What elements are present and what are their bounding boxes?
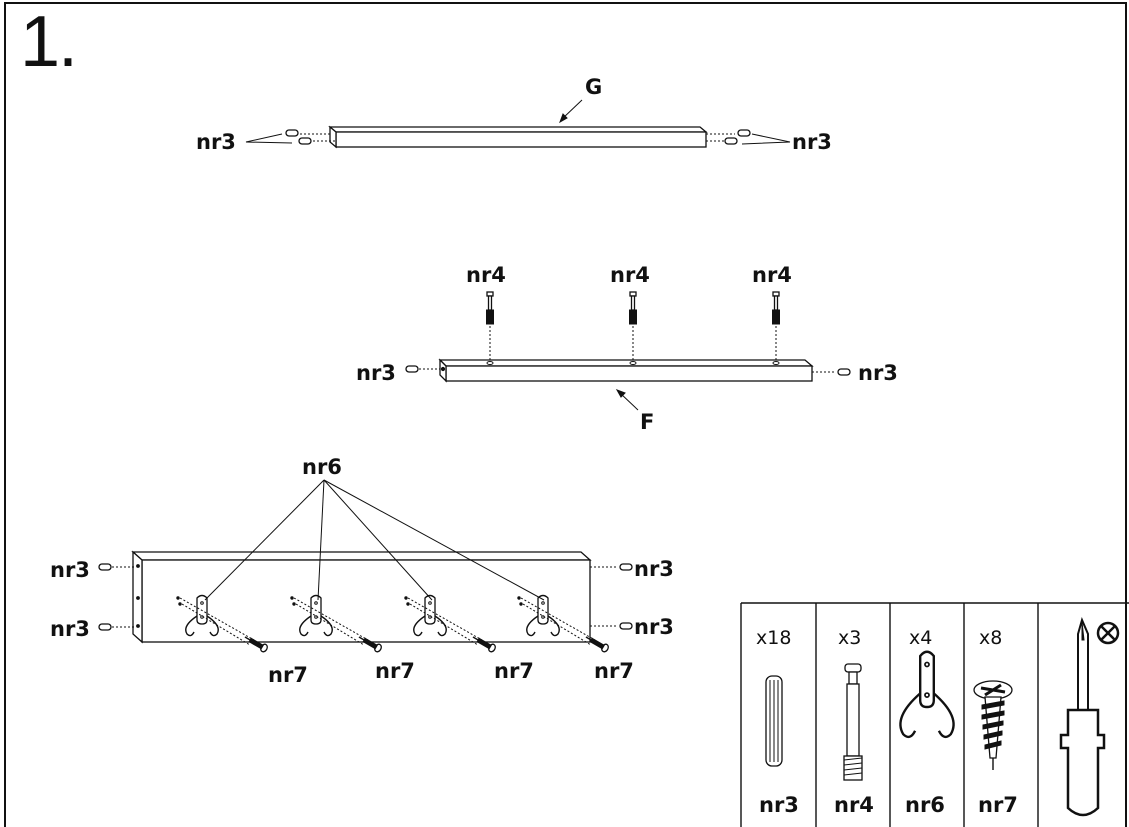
part-g-rail (300, 125, 735, 149)
part-name: nr3 (759, 793, 799, 817)
cam-bolt-icon (843, 663, 863, 781)
label-nr3: nr3 (634, 557, 674, 581)
dowel-icon (405, 365, 851, 376)
screw-guide-line (404, 596, 483, 646)
phillips-screw-icon (358, 636, 382, 653)
part-name: nr7 (978, 793, 1018, 817)
hook-panel (112, 550, 618, 644)
label-nr3: nr3 (196, 130, 236, 154)
part-count: x3 (838, 627, 861, 649)
part-name: nr4 (834, 793, 874, 817)
label-nr7: nr7 (268, 663, 308, 687)
label-nr4: nr4 (610, 263, 650, 287)
arrow-head (559, 113, 568, 124)
screw-guide-line (176, 596, 255, 646)
phillips-screw-icon (472, 636, 496, 653)
phillips-screw-icon (973, 680, 1013, 770)
label-nr3: nr3 (634, 615, 674, 639)
arrow-head (615, 389, 626, 398)
step-number: 1. (20, 2, 78, 82)
leader-line (204, 479, 545, 601)
part-name: nr6 (905, 793, 945, 817)
label-nr7: nr7 (594, 659, 634, 683)
double-hook-icon (185, 594, 219, 637)
label-nr7: nr7 (375, 659, 415, 683)
phillips-screwdriver-icon (1059, 617, 1106, 817)
screw-guide-line (517, 596, 596, 646)
double-hook-icon (299, 594, 333, 637)
part-f-rail (419, 326, 836, 383)
double-hook-group (176, 594, 609, 653)
label-nr3: nr3 (792, 130, 832, 154)
cross-circle-icon (1096, 621, 1120, 645)
cam-bolt-icon (486, 291, 780, 325)
double-hook-icon (413, 594, 447, 637)
phillips-screw-icon (244, 636, 268, 653)
label-nr3: nr3 (50, 558, 90, 582)
dowel-icon (98, 563, 633, 631)
label-nr3: nr3 (356, 361, 396, 385)
part-count: x4 (909, 627, 932, 649)
page-frame (4, 2, 1127, 827)
part-count: x8 (979, 627, 1002, 649)
label-nr6: nr6 (302, 455, 342, 479)
label-nr7: nr7 (494, 659, 534, 683)
double-hook-icon (899, 650, 955, 739)
label-nr4: nr4 (752, 263, 792, 287)
dowel-icon (285, 129, 751, 145)
part-count: x18 (756, 627, 791, 649)
dowel-icon (765, 675, 783, 767)
leader-line (741, 133, 791, 145)
parts-table (740, 602, 1129, 827)
screw-guide-line (290, 596, 369, 646)
label-nr3: nr3 (50, 617, 90, 641)
leader-arrow (619, 392, 639, 411)
label-part-g: G (585, 75, 602, 99)
label-part-f: F (640, 410, 654, 434)
label-nr3: nr3 (858, 361, 898, 385)
label-nr4: nr4 (466, 263, 506, 287)
leader-line (245, 133, 293, 144)
double-hook-icon (526, 594, 560, 637)
phillips-screw-icon (585, 636, 609, 653)
